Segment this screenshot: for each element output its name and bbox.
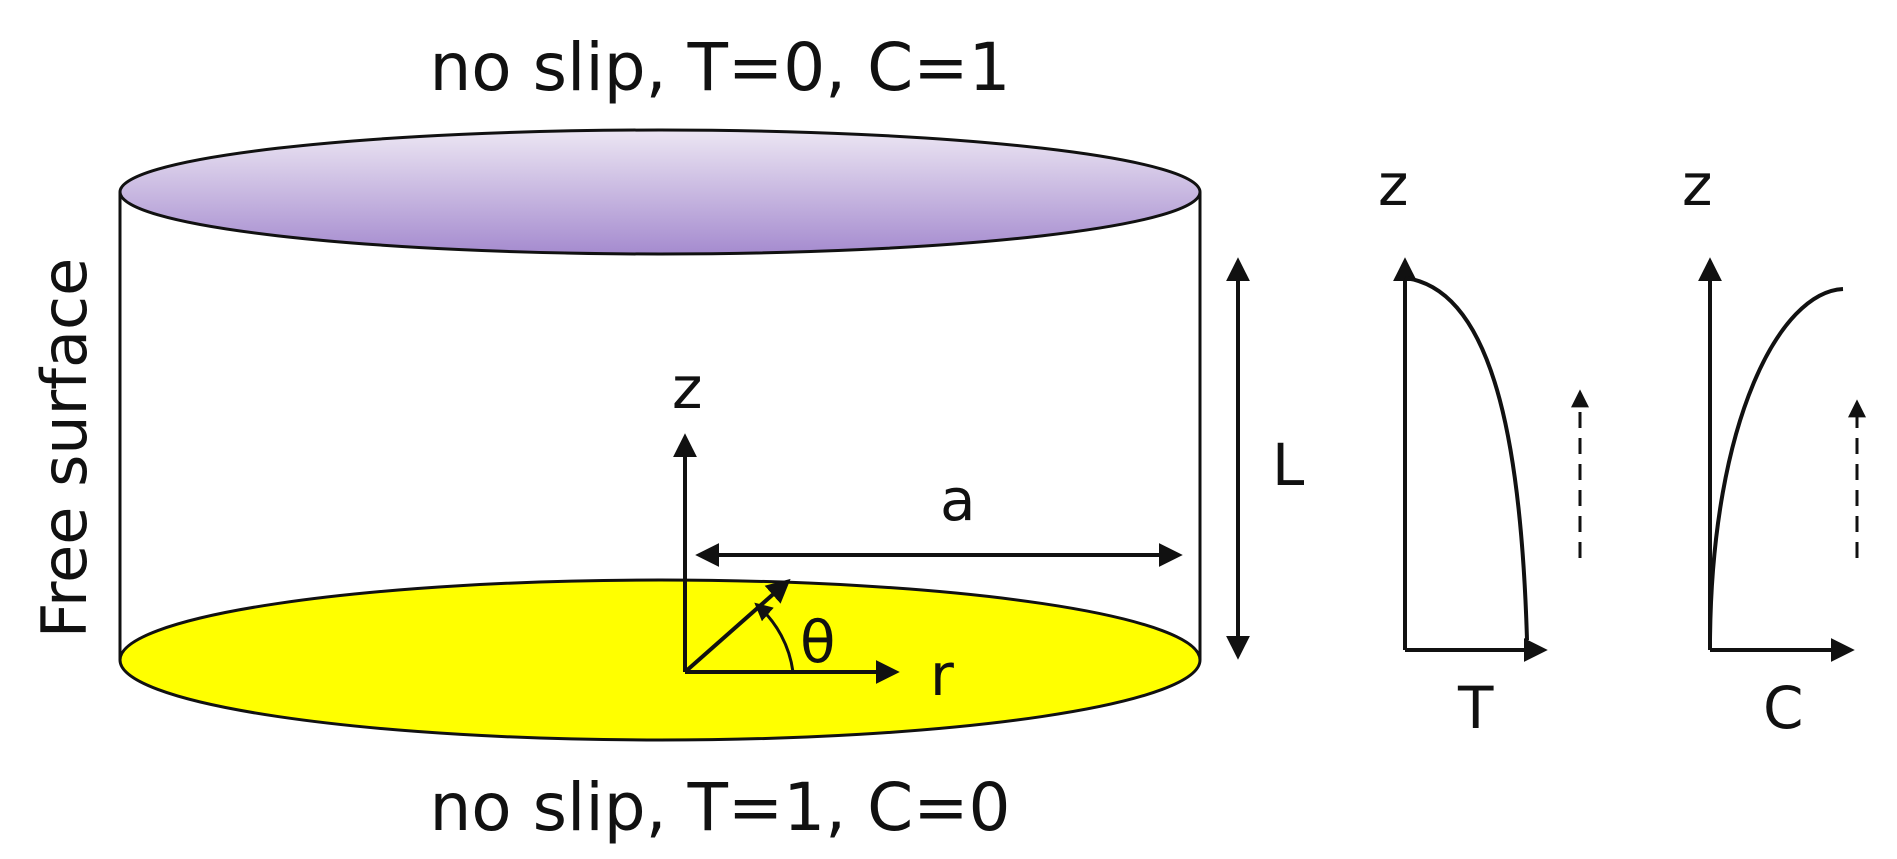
theta-arc bbox=[754, 602, 795, 673]
temperature-curve bbox=[1404, 276, 1529, 641]
concentration-profile bbox=[1698, 257, 1866, 662]
concentration-axis-label: C bbox=[1763, 674, 1804, 742]
height-label: L bbox=[1272, 431, 1304, 499]
top-disk bbox=[118, 128, 1202, 256]
bottom-boundary-label: no slip, T=1, C=0 bbox=[429, 769, 1010, 846]
temperature-axis-label: T bbox=[1457, 674, 1494, 742]
temperature-z-label: z bbox=[1378, 151, 1408, 219]
free-surface-label: Free surface bbox=[28, 258, 101, 638]
concentration-curve bbox=[1708, 287, 1844, 641]
z-axis-label: z bbox=[672, 354, 702, 422]
bottom-disk bbox=[118, 578, 1202, 742]
top-boundary-label: no slip, T=0, C=1 bbox=[429, 29, 1010, 106]
radius-label: a bbox=[940, 466, 976, 534]
r-axis-label: r bbox=[930, 641, 954, 709]
radial-vector bbox=[683, 578, 791, 674]
theta-label: θ bbox=[800, 608, 836, 676]
coordinate-axes bbox=[673, 433, 900, 684]
concentration-z-label: z bbox=[1682, 151, 1712, 219]
temperature-profile bbox=[1393, 257, 1589, 662]
cylinder bbox=[118, 128, 1202, 742]
